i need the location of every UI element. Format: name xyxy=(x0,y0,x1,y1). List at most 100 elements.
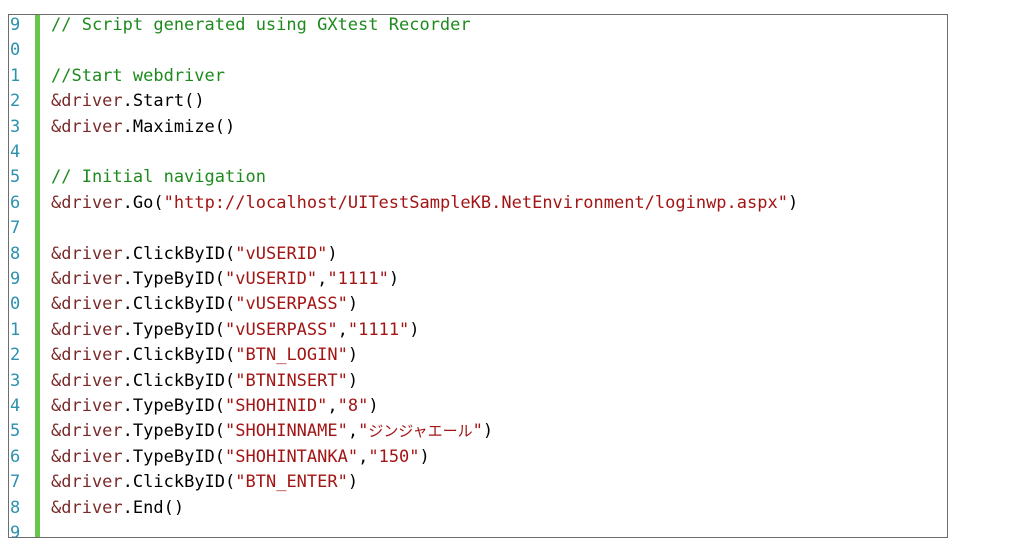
punctuation-token: ) xyxy=(347,345,359,366)
method-token: TypeByID( xyxy=(132,319,226,340)
punctuation-token: . xyxy=(122,116,133,137)
code-line[interactable]: 9// Script generated using GXtest Record… xyxy=(9,15,947,38)
code-line[interactable]: 0 xyxy=(9,38,947,63)
line-number: 9 xyxy=(10,269,21,289)
variable-token: &driver xyxy=(51,269,123,289)
string-token: " xyxy=(472,421,483,442)
code-line[interactable]: 1&driver.TypeByID("vUSERPASS","1111") xyxy=(9,318,947,343)
punctuation-token: . xyxy=(122,243,133,264)
code-line[interactable]: 6&driver.TypeByID("SHOHINTANKA","150") xyxy=(9,445,947,470)
code-line[interactable]: 0&driver.ClickByID("vUSERPASS") xyxy=(9,292,947,317)
string-token: "BTNINSERT" xyxy=(235,370,348,391)
string-token: "vUSERPASS" xyxy=(235,294,348,315)
string-token: "BTN_LOGIN" xyxy=(235,345,348,366)
code-line[interactable]: 3&driver.Maximize() xyxy=(9,115,947,140)
line-number: 6 xyxy=(10,192,21,213)
variable-token: &driver xyxy=(51,294,123,315)
punctuation-token: , xyxy=(358,446,369,467)
line-number: 2 xyxy=(10,345,21,366)
code-line[interactable]: 4 xyxy=(9,140,947,165)
method-token: ClickByID( xyxy=(132,472,236,493)
method-token: Maximize() xyxy=(132,116,236,137)
code-line[interactable]: 2&driver.ClickByID("BTN_LOGIN") xyxy=(9,343,947,368)
code-text: &driver.ClickByID("vUSERPASS") xyxy=(51,292,358,317)
code-line[interactable]: 9&driver.TypeByID("vUSERID","1111") xyxy=(9,267,947,292)
punctuation-token: . xyxy=(122,319,133,340)
string-token: "BTN_ENTER" xyxy=(235,472,348,493)
punctuation-token: ) xyxy=(347,472,359,493)
line-number: 6 xyxy=(10,446,21,467)
variable-token: &driver xyxy=(51,345,123,366)
line-number: 8 xyxy=(10,497,21,518)
variable-token: &driver xyxy=(51,370,123,391)
variable-token: &driver xyxy=(51,91,123,112)
punctuation-token: . xyxy=(122,294,133,315)
line-number: 4 xyxy=(10,142,21,162)
variable-token: &driver xyxy=(51,421,123,442)
string-token: "1111" xyxy=(347,319,410,340)
punctuation-token: . xyxy=(122,421,133,442)
line-number: 5 xyxy=(10,421,21,442)
code-text: &driver.Go("http://localhost/UITestSampl… xyxy=(51,191,798,216)
line-number: 0 xyxy=(10,294,21,315)
code-text: &driver.ClickByID("BTN_LOGIN") xyxy=(51,343,358,368)
code-line[interactable]: 7&driver.ClickByID("BTN_ENTER") xyxy=(9,470,947,495)
method-token: TypeByID( xyxy=(132,269,226,289)
method-token: ClickByID( xyxy=(132,294,236,315)
method-token: ClickByID( xyxy=(132,370,236,391)
string-token: "8" xyxy=(337,396,369,416)
variable-token: &driver xyxy=(51,116,123,137)
code-line[interactable]: 5 // Initial navigation xyxy=(9,165,947,190)
punctuation-token: . xyxy=(122,396,133,416)
method-token: ClickByID( xyxy=(132,243,236,264)
variable-token: &driver xyxy=(51,396,123,416)
punctuation-token: . xyxy=(122,269,133,289)
method-token: TypeByID( xyxy=(132,396,226,416)
punctuation-token: . xyxy=(122,497,133,518)
method-token: TypeByID( xyxy=(132,421,226,442)
line-number: 0 xyxy=(10,40,21,61)
comment-token: //Start webdriver xyxy=(51,65,225,86)
code-line[interactable]: 8&driver.ClickByID("vUSERID") xyxy=(9,242,947,267)
line-number: 8 xyxy=(10,243,21,264)
code-line[interactable]: 9 xyxy=(9,521,947,537)
punctuation-token: ) xyxy=(368,396,379,416)
line-number: 9 xyxy=(10,15,21,35)
variable-token: &driver xyxy=(51,446,123,467)
punctuation-token: , xyxy=(347,421,359,442)
code-text: &driver.ClickByID("vUSERID") xyxy=(51,242,338,267)
punctuation-token: . xyxy=(122,446,133,467)
line-number: 1 xyxy=(10,319,21,340)
code-line[interactable]: 5&driver.TypeByID("SHOHINNAME","ジンジャエール"… xyxy=(9,419,947,444)
line-number: 5 xyxy=(10,167,21,188)
method-token: TypeByID( xyxy=(132,446,226,467)
punctuation-token: ) xyxy=(388,269,400,289)
string-token: "http://localhost/UITestSampleKB.NetEnvi… xyxy=(163,192,788,213)
method-token: End() xyxy=(132,497,185,518)
line-number: 2 xyxy=(10,91,21,112)
code-line[interactable]: 3&driver.ClickByID("BTNINSERT") xyxy=(9,369,947,394)
string-token: "SHOHINTANKA" xyxy=(225,446,359,467)
string-token: "vUSERID" xyxy=(225,269,318,289)
line-number: 7 xyxy=(10,218,21,239)
code-line[interactable]: 4&driver.TypeByID("SHOHINID","8") xyxy=(9,394,947,419)
code-line[interactable]: 2&driver.Start() xyxy=(9,89,947,114)
punctuation-token: . xyxy=(122,345,133,366)
string-token: ジンジャエール xyxy=(368,422,473,441)
comment-token: // Initial navigation xyxy=(51,167,266,188)
line-number: 1 xyxy=(10,65,21,86)
code-line[interactable]: 6&driver.Go("http://localhost/UITestSamp… xyxy=(9,191,947,216)
punctuation-token: , xyxy=(337,319,348,340)
code-line[interactable]: 1 //Start webdriver xyxy=(9,64,947,89)
code-text: &driver.Start() xyxy=(51,89,205,114)
method-token: Start() xyxy=(132,91,205,112)
code-line[interactable]: 7 xyxy=(9,216,947,241)
method-token: ClickByID( xyxy=(132,345,236,366)
line-number: 3 xyxy=(10,370,21,391)
punctuation-token: . xyxy=(122,472,133,493)
code-text: &driver.TypeByID("SHOHINTANKA","150") xyxy=(51,445,430,470)
variable-token: &driver xyxy=(51,243,123,264)
code-editor[interactable]: 9// Script generated using GXtest Record… xyxy=(8,14,948,538)
string-token: "SHOHINID" xyxy=(225,396,328,416)
code-line[interactable]: 8&driver.End() xyxy=(9,496,947,521)
